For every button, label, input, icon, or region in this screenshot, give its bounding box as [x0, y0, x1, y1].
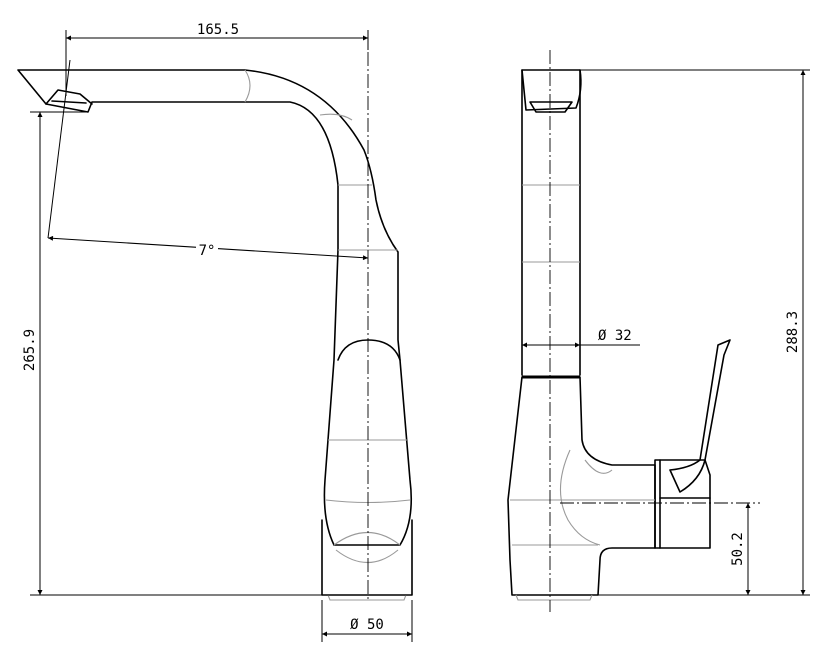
dim-handle-height: 50.2 — [730, 532, 746, 566]
side-view — [507, 50, 760, 612]
front-base — [321, 519, 413, 596]
dim-spout-diameter: Ø 32 — [598, 328, 632, 344]
front-view — [17, 30, 413, 601]
front-body-oval — [337, 339, 401, 361]
dim-spout-reach: 165.5 — [197, 22, 239, 38]
front-dimensions: 165.5 265.9 7° Ø 50 — [22, 22, 413, 642]
dim-base-diameter: Ø 50 — [350, 617, 384, 633]
side-dimensions: Ø 32 288.3 50.2 — [522, 69, 810, 596]
dim-spout-angle: 7° — [199, 243, 216, 259]
dim-total-height-front: 265.9 — [22, 329, 38, 371]
side-lever — [669, 339, 731, 493]
side-body — [507, 376, 656, 596]
side-handle-block — [654, 459, 711, 549]
front-faucet-outline — [17, 69, 413, 546]
side-column — [521, 69, 581, 376]
front-aerator — [45, 89, 93, 105]
dim-total-height-side: 288.3 — [785, 311, 801, 353]
